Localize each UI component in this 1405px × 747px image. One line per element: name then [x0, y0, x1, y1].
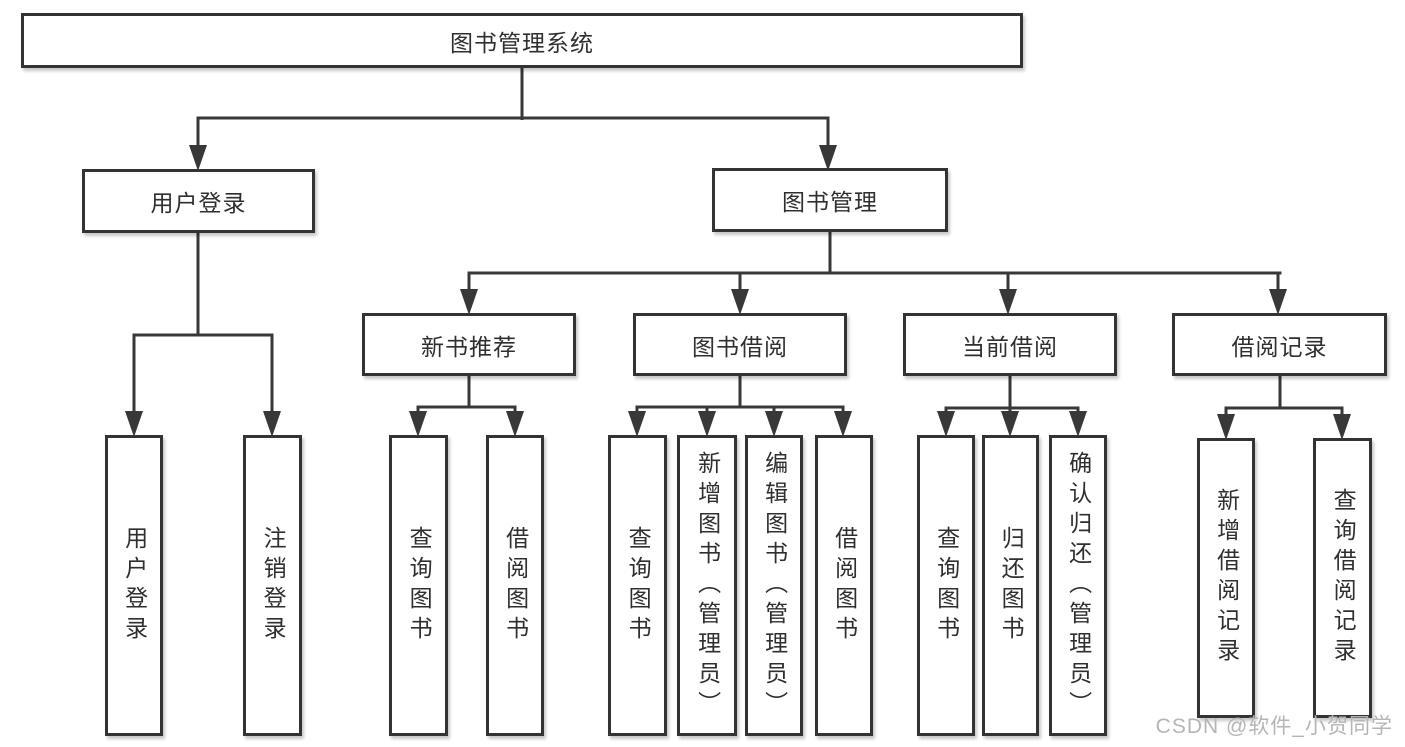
- leaf-label: 归还图书: [998, 525, 1025, 646]
- arrowheads: [125, 145, 1351, 440]
- arrow-down-icon: [999, 289, 1017, 315]
- leaf-label: 用户登录: [121, 525, 148, 646]
- leaf-label: 查询图书: [625, 525, 652, 646]
- arrow-down-icon: [819, 145, 837, 171]
- node-new-book-recommendation: 新书推荐: [362, 313, 576, 376]
- node-label: 图书借阅: [692, 333, 788, 360]
- arrow-down-icon: [1069, 411, 1087, 437]
- leaf-edit-books-admin: 编辑图书（管理员）: [745, 435, 803, 736]
- arrow-down-icon: [698, 411, 716, 437]
- leaf-confirm-return-admin: 确认归还（管理员）: [1049, 435, 1107, 736]
- leaf-add-borrow-record: 新增借阅记录: [1197, 438, 1255, 718]
- leaf-label: 查询借阅记录: [1330, 488, 1357, 668]
- leaf-query-books-borrowing: 查询图书: [608, 435, 667, 736]
- node-label: 图书管理系统: [450, 29, 594, 56]
- leaf-borrow-books-borrowing: 借阅图书: [815, 435, 873, 736]
- arrow-down-icon: [409, 411, 427, 437]
- node-borrowing-records: 借阅记录: [1172, 313, 1387, 376]
- arrow-down-icon: [1269, 289, 1287, 315]
- leaf-label: 借阅图书: [831, 525, 858, 646]
- node-label: 当前借阅: [962, 333, 1058, 360]
- leaf-add-books-admin: 新增图书（管理员）: [677, 435, 737, 736]
- arrow-down-icon: [1001, 411, 1019, 437]
- leaf-return-books: 归还图书: [982, 435, 1039, 736]
- arrow-down-icon: [189, 145, 207, 171]
- leaf-label: 查询图书: [406, 525, 433, 646]
- leaf-logout: 注销登录: [243, 435, 302, 736]
- leaf-query-books-recommend: 查询图书: [389, 435, 448, 736]
- arrow-down-icon: [125, 411, 143, 437]
- arrow-down-icon: [1333, 414, 1351, 440]
- node-label: 新书推荐: [421, 333, 517, 360]
- node-label: 用户登录: [150, 190, 247, 216]
- leaf-query-books-current: 查询图书: [917, 435, 975, 736]
- node-book-borrowing: 图书借阅: [633, 313, 847, 376]
- arrow-down-icon: [765, 411, 783, 437]
- arrow-down-icon: [506, 411, 524, 437]
- node-library-management-system: 图书管理系统: [21, 13, 1023, 68]
- arrow-down-icon: [263, 411, 281, 437]
- node-user-login: 用户登录: [82, 169, 315, 233]
- arrow-down-icon: [628, 411, 646, 437]
- leaf-label: 新增借阅记录: [1213, 488, 1240, 668]
- arrow-down-icon: [834, 411, 852, 437]
- leaf-label: 新增图书（管理员）: [694, 450, 721, 721]
- leaf-label: 编辑图书（管理员）: [761, 450, 788, 721]
- arrow-down-icon: [1217, 414, 1235, 440]
- arrow-down-icon: [731, 289, 749, 315]
- leaf-borrow-books-recommend: 借阅图书: [486, 435, 544, 736]
- node-label: 图书管理: [782, 189, 878, 215]
- arrow-down-icon: [937, 411, 955, 437]
- leaf-query-borrow-record: 查询借阅记录: [1313, 438, 1372, 718]
- node-label: 借阅记录: [1231, 333, 1328, 360]
- leaf-user-login: 用户登录: [105, 435, 163, 736]
- leaf-label: 查询图书: [933, 525, 960, 646]
- leaf-label: 借阅图书: [502, 525, 529, 646]
- arrow-down-icon: [460, 289, 478, 315]
- leaf-label: 确认归还（管理员）: [1065, 450, 1092, 721]
- watermark-text: CSDN @软件_小贺同学: [1155, 715, 1393, 738]
- node-current-borrowing: 当前借阅: [903, 313, 1117, 376]
- leaf-label: 注销登录: [260, 525, 287, 646]
- node-book-management: 图书管理: [712, 168, 948, 232]
